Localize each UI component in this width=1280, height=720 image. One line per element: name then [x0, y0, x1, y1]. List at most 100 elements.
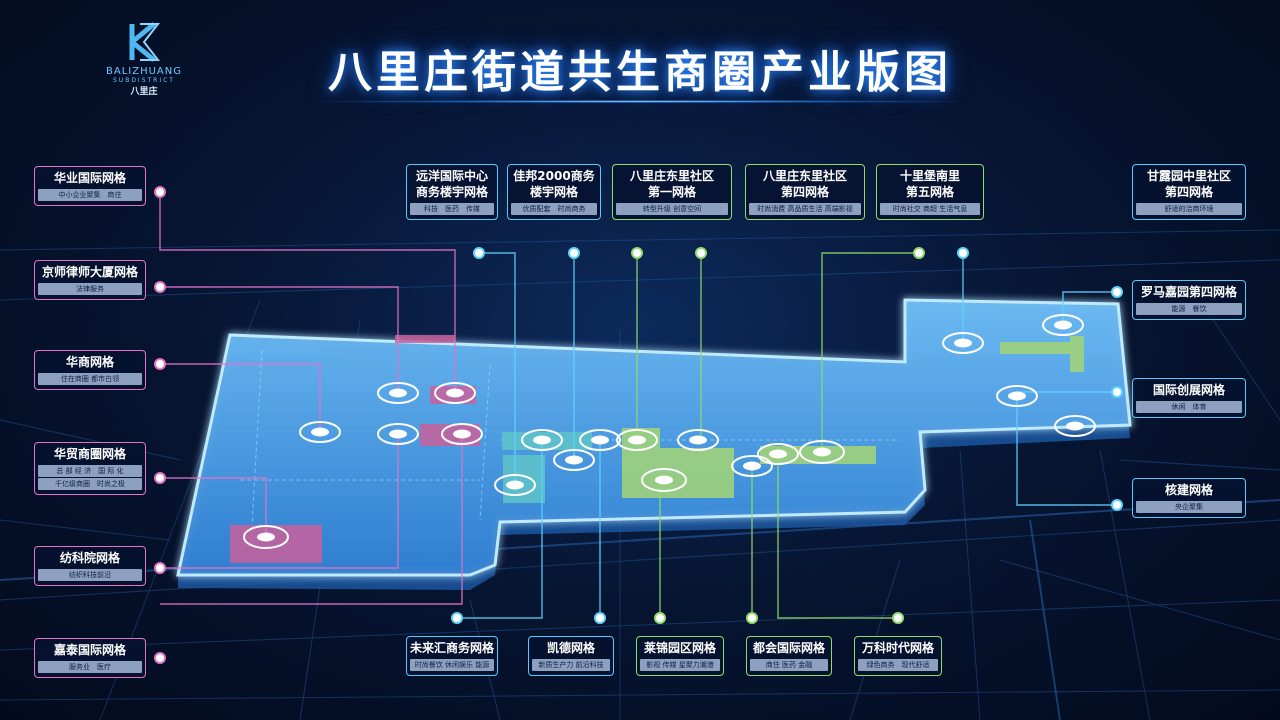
marker-huashang[interactable]	[299, 421, 341, 443]
card-huamao[interactable]: 华贸商圈网格 总 部 经 济 国 际 化 千亿级商圈 时尚之极	[34, 442, 146, 495]
logo-text-sub: SUBDISTRICT	[113, 77, 175, 84]
block-pink-4	[420, 424, 480, 446]
card-dongli4[interactable]: 八里庄东里社区 第四网格 时尚消费 高品质生活 高端影视	[745, 164, 865, 220]
block-green-4	[1000, 342, 1072, 354]
card-fangke-tag: 纺织科技前沿	[38, 569, 142, 581]
card-fangke[interactable]: 纺科院网格 纺织科技前沿	[34, 546, 146, 586]
title-glow-line	[320, 100, 960, 103]
marker-jingshi[interactable]	[377, 382, 419, 404]
card-huaye-tag: 中小企业聚集 商住	[38, 189, 142, 201]
card-huashang-tag: 住在商圈 都市白领	[38, 373, 142, 385]
dot-jiabang	[568, 247, 580, 259]
card-luoma[interactable]: 罗马嘉园第四网格 能源 餐饮	[1132, 280, 1246, 320]
card-kaide-tag: 新质生产力 前沿科技	[532, 659, 610, 671]
card-weilaihui[interactable]: 未来汇商务网格 时尚餐饮 休闲娱乐 能源	[406, 636, 498, 676]
card-huamao-name: 华贸商圈网格	[53, 447, 126, 461]
card-dongli1-tag: 转型升级 创意空间	[616, 203, 728, 215]
logo-mark-icon	[129, 22, 161, 62]
card-jiatai-tag: 服务业 医疗	[38, 661, 142, 673]
dot-shilipu	[913, 247, 925, 259]
card-weilaihui-name: 未来汇商务网格	[410, 641, 495, 655]
marker-hejian[interactable]	[996, 385, 1038, 407]
marker-huamao[interactable]	[243, 525, 289, 549]
marker-ganlu[interactable]	[942, 332, 984, 354]
marker-huaye[interactable]	[434, 382, 476, 404]
block-pink-2	[395, 335, 455, 343]
card-yuanyang-name1: 远洋国际中心	[415, 169, 488, 183]
card-hejian-name: 核建网格	[1164, 483, 1213, 497]
card-jiabang-name2: 楼宇网格	[529, 185, 578, 199]
card-jiatai[interactable]: 嘉泰国际网格 服务业 医疗	[34, 638, 146, 678]
card-weilaihui-tag: 时尚餐饮 休闲娱乐 能源	[410, 659, 494, 671]
card-luoma-name: 罗马嘉园第四网格	[1140, 285, 1237, 299]
card-jiabang[interactable]: 佳邦2000商务 楼宇网格 优质配套 时尚商务	[507, 164, 601, 220]
card-duhui[interactable]: 都会国际网格 商住 医药 金融	[746, 636, 832, 676]
card-guoji[interactable]: 国际创展网格 休闲 体育	[1132, 378, 1246, 418]
marker-laijin[interactable]	[641, 468, 687, 492]
card-dongli1-name1: 八里庄东里社区	[629, 169, 714, 183]
block-green-5	[1070, 336, 1084, 372]
card-shilipu-tag: 时尚社交 商超 生活气息	[880, 203, 980, 215]
dot-duhui	[746, 612, 758, 624]
card-ganlu-name2: 第四网格	[1164, 185, 1213, 199]
card-dongli4-name1: 八里庄东里社区	[762, 169, 847, 183]
marker-dongli1[interactable]	[616, 429, 658, 451]
dot-wanke	[892, 612, 904, 624]
card-ganlu[interactable]: 甘露园中里社区 第四网格 舒适的洽商环境	[1132, 164, 1246, 220]
marker-dongli4[interactable]	[677, 429, 719, 451]
card-laijin-tag: 影视 传媒 星聚力潮港	[640, 659, 720, 671]
card-luoma-tag: 能源 餐饮	[1136, 303, 1242, 315]
marker-wanke[interactable]	[757, 443, 799, 465]
marker-jiabang[interactable]	[553, 449, 595, 471]
card-ganlu-tag: 舒适的洽商环境	[1136, 203, 1242, 215]
marker-guoji[interactable]	[1054, 415, 1096, 437]
dot-huashang	[154, 358, 166, 370]
card-shilipu-name2: 第五网格	[905, 185, 954, 199]
dot-kaide	[594, 612, 606, 624]
card-jiabang-tag: 优质配套 时尚商务	[511, 203, 597, 215]
marker-shilipu[interactable]	[799, 440, 845, 464]
card-guoji-tag: 休闲 体育	[1136, 401, 1242, 413]
card-huamao-tag1: 总 部 经 济 国 际 化	[38, 465, 142, 477]
dot-dongli1	[631, 247, 643, 259]
card-jiabang-name1: 佳邦2000商务	[513, 169, 595, 183]
marker-luoma[interactable]	[1042, 314, 1084, 336]
card-ganlu-name1: 甘露园中里社区	[1146, 169, 1231, 183]
card-huamao-tag2: 千亿级商圈 时尚之极	[38, 478, 142, 490]
card-yuanyang[interactable]: 远洋国际中心 商务楼宇网格 科技 医药 传媒	[406, 164, 498, 220]
card-huaye[interactable]: 华业国际网格 中小企业聚集 商住	[34, 166, 146, 206]
card-huaye-name: 华业国际网格	[53, 171, 126, 185]
card-jingshi[interactable]: 京师律师大厦网格 法律服务	[34, 260, 146, 300]
card-huashang[interactable]: 华商网格 住在商圈 都市白领	[34, 350, 146, 390]
card-kaide[interactable]: 凯德网格 新质生产力 前沿科技	[528, 636, 614, 676]
card-jingshi-tag: 法律服务	[38, 283, 142, 295]
page-title: 八里庄街道共生商圈产业版图	[328, 47, 952, 98]
block-teal-2	[503, 455, 545, 503]
block-green-1	[622, 448, 734, 498]
card-huashang-name: 华商网格	[65, 355, 114, 369]
marker-weilaihui[interactable]	[521, 429, 563, 451]
card-duhui-name: 都会国际网格	[752, 641, 825, 655]
card-shilipu[interactable]: 十里堡南里 第五网格 时尚社交 商超 生活气息	[876, 164, 984, 220]
marker-duhui[interactable]	[731, 455, 773, 477]
card-hejian-tag: 央企聚集	[1136, 501, 1242, 513]
card-wanke-tag: 绿色商务 现代舒适	[858, 659, 938, 671]
dot-fangke	[154, 562, 166, 574]
card-jiatai-name: 嘉泰国际网格	[53, 643, 126, 657]
logo-text-en: BALIZHUANG	[106, 66, 182, 77]
dot-huaye	[154, 186, 166, 198]
card-fangke-name: 纺科院网格	[59, 551, 120, 565]
card-hejian[interactable]: 核建网格 央企聚集	[1132, 478, 1246, 518]
card-wanke[interactable]: 万科时代网格 绿色商务 现代舒适	[854, 636, 942, 676]
dot-yuanyang	[473, 247, 485, 259]
card-yuanyang-name2: 商务楼宇网格	[415, 185, 488, 199]
card-dongli1[interactable]: 八里庄东里社区 第一网格 转型升级 创意空间	[612, 164, 732, 220]
marker-yuanyang[interactable]	[494, 474, 536, 496]
dot-dongli4	[695, 247, 707, 259]
marker-jiatai[interactable]	[441, 423, 483, 445]
card-laijin[interactable]: 莱锦园区网格 影视 传媒 星聚力潮港	[636, 636, 724, 676]
balizhuang-logo: BALIZHUANG SUBDISTRICT 八里庄	[98, 20, 190, 97]
marker-fangke[interactable]	[377, 423, 419, 445]
marker-kaide[interactable]	[579, 429, 621, 451]
